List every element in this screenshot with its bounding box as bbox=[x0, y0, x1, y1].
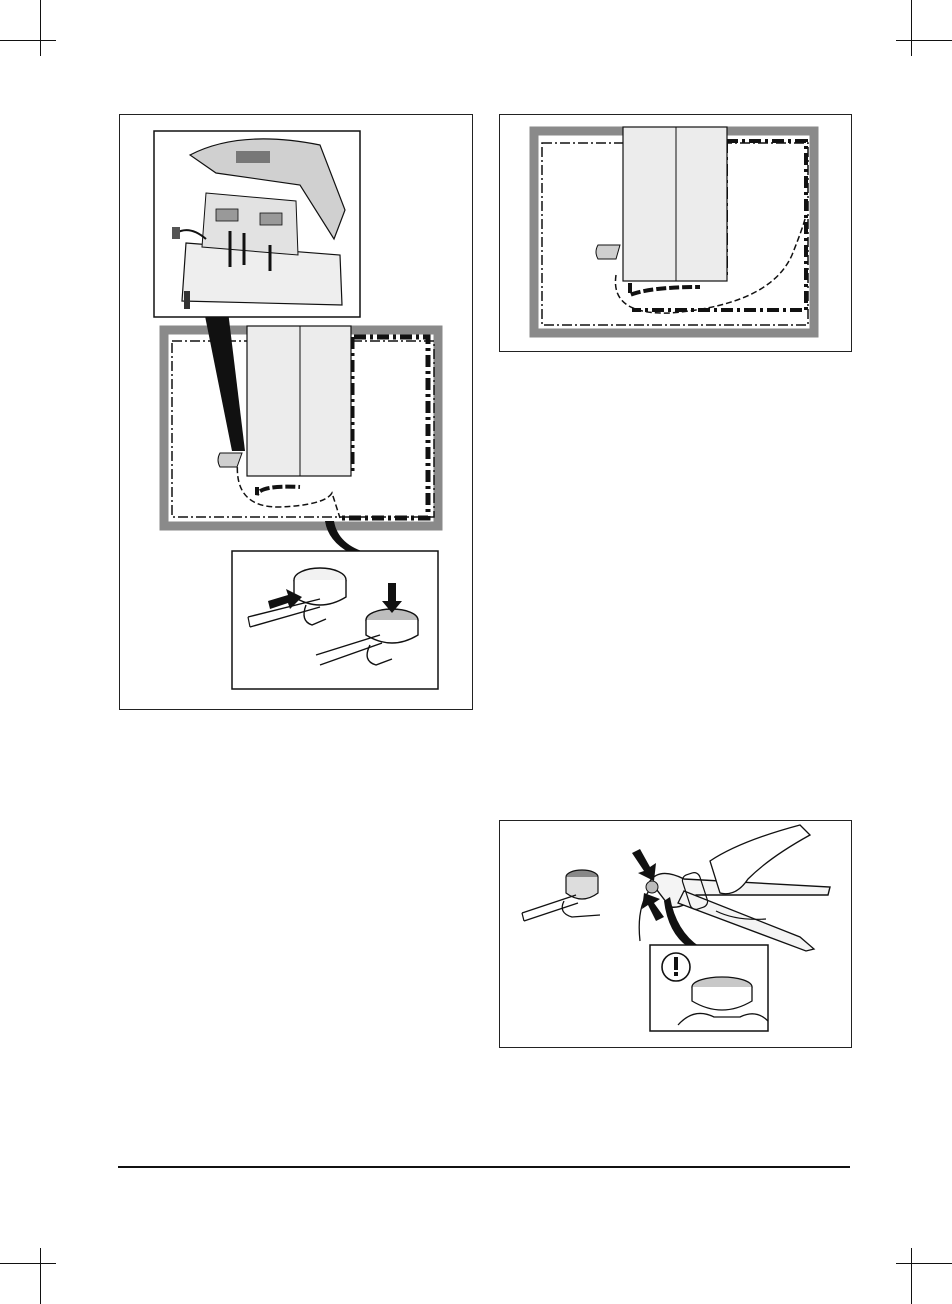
charging-station-icon bbox=[154, 131, 360, 317]
connector-tab-icon bbox=[596, 245, 620, 259]
wire-connector-icon bbox=[232, 551, 438, 689]
guide-wire-loop-icon bbox=[534, 127, 814, 333]
figure-pliers-crimp bbox=[499, 820, 852, 1048]
warning-exclamation-icon bbox=[662, 953, 690, 981]
figure-station-loop-connectors bbox=[119, 114, 473, 710]
pliers-crimp-illustration bbox=[500, 821, 853, 1049]
footer-rule bbox=[118, 1166, 850, 1168]
loop-layout-illustration bbox=[500, 115, 853, 353]
wire-connector-icon bbox=[522, 870, 600, 921]
figure-loop-layout bbox=[499, 114, 852, 352]
guide-wire-loop-icon bbox=[164, 326, 438, 526]
pliers-icon bbox=[639, 825, 830, 951]
station-loop-illustration bbox=[120, 115, 474, 711]
